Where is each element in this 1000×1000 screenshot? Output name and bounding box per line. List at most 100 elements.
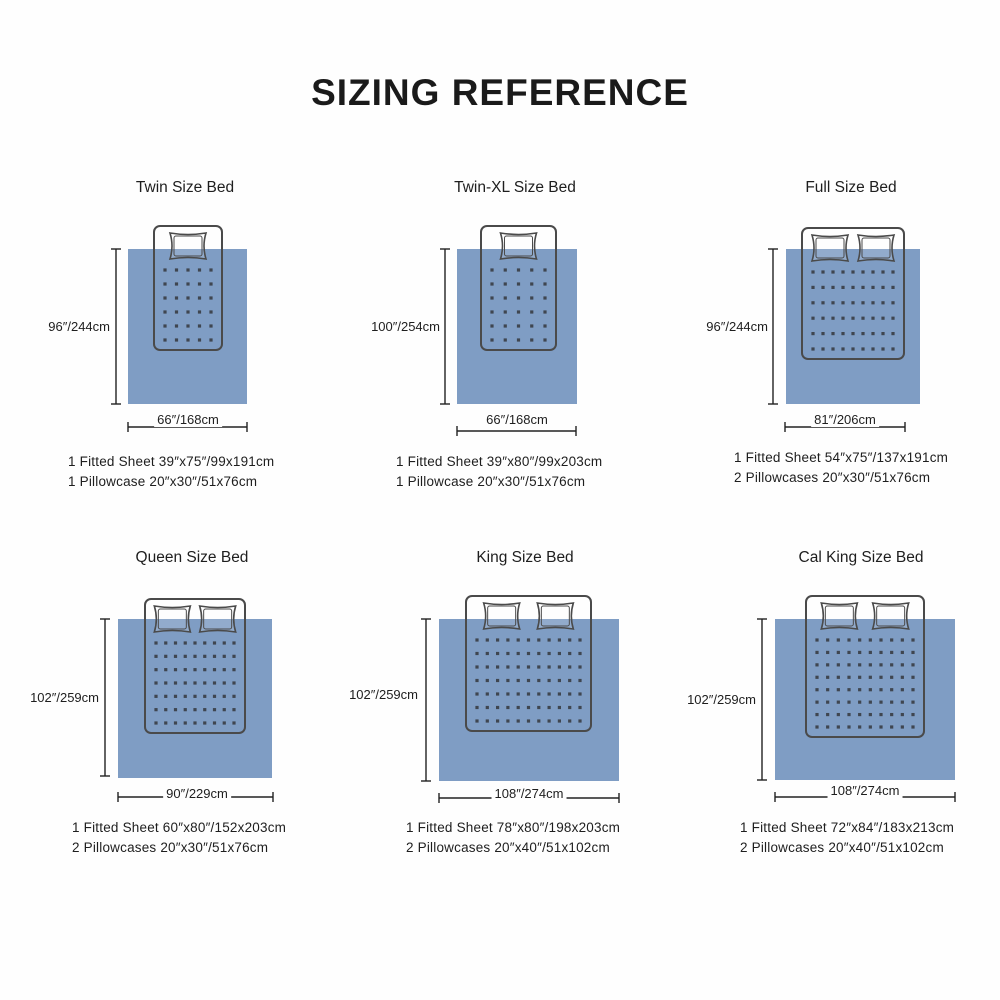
tuft-dot bbox=[547, 719, 551, 723]
tuft-dot bbox=[222, 721, 226, 725]
tuft-dot bbox=[868, 725, 872, 729]
bed-title: Queen Size Bed bbox=[135, 549, 249, 566]
tuft-dot bbox=[222, 708, 226, 712]
width-label: 66″/168cm bbox=[154, 412, 222, 427]
width-label: 66″/168cm bbox=[483, 412, 551, 427]
tuft-dot bbox=[861, 316, 865, 320]
tuft-dot bbox=[174, 268, 179, 272]
tuft-dot bbox=[890, 663, 894, 667]
tuft-dot bbox=[475, 692, 479, 696]
tuft-dot bbox=[186, 268, 190, 272]
tuft-dot bbox=[851, 301, 855, 305]
tuft-dot bbox=[890, 638, 894, 642]
tuft-dot bbox=[815, 675, 819, 679]
tuft-dot bbox=[891, 347, 895, 351]
tuft-dot bbox=[164, 708, 168, 712]
tuft-dot bbox=[578, 692, 582, 696]
tuft-dot bbox=[826, 675, 830, 679]
width-label: 81″/206cm bbox=[811, 412, 879, 427]
tuft-dot bbox=[530, 310, 534, 314]
tuft-dot bbox=[861, 301, 865, 305]
pillow-seam bbox=[876, 605, 906, 627]
tuft-dot bbox=[826, 688, 830, 692]
bed-mattress-outline bbox=[144, 598, 246, 734]
tuft-dot bbox=[836, 675, 840, 679]
tuft-dot bbox=[506, 719, 510, 723]
fitted-sheet-spec: 1 Fitted Sheet 60″x80″/152x203cm bbox=[72, 820, 287, 835]
tuft-dot bbox=[203, 641, 207, 645]
tuft-dot bbox=[186, 338, 190, 342]
tuft-dot bbox=[815, 663, 819, 667]
tuft-dot bbox=[841, 285, 845, 289]
bed-mattress-outline bbox=[801, 227, 905, 360]
tuft-dot bbox=[212, 681, 217, 685]
tuft-dot bbox=[826, 663, 830, 667]
tuft-dot bbox=[183, 708, 187, 712]
pillow-icon bbox=[482, 601, 521, 631]
tuft-dot bbox=[811, 301, 815, 305]
tuft-dot bbox=[197, 296, 202, 300]
tuft-dot bbox=[222, 681, 226, 685]
tuft-dot bbox=[164, 668, 168, 672]
pillow-icon bbox=[871, 601, 910, 631]
tuft-dot bbox=[475, 665, 479, 669]
tuft-dot bbox=[900, 700, 904, 704]
tuft-dot bbox=[193, 668, 197, 672]
pillow-seam bbox=[203, 608, 233, 630]
tuft-dot bbox=[543, 338, 547, 342]
tuft-dot bbox=[578, 719, 582, 723]
tuft-dot bbox=[879, 688, 883, 692]
tuft-dot bbox=[516, 678, 520, 683]
tuft-dot bbox=[815, 712, 819, 717]
bed-title: Twin Size Bed bbox=[135, 179, 235, 196]
tuft-dot bbox=[506, 665, 510, 669]
tuft-dot bbox=[485, 665, 489, 669]
tuft-dot bbox=[557, 651, 561, 656]
tuft-dot bbox=[490, 282, 494, 286]
tuft-dot bbox=[890, 650, 894, 655]
tuft-dot bbox=[815, 700, 819, 704]
tuft-dot bbox=[164, 641, 168, 645]
fitted-sheet-area bbox=[118, 619, 272, 778]
height-label: 100″/254cm bbox=[371, 319, 440, 334]
tuft-dot bbox=[537, 651, 541, 656]
tuft-dot bbox=[871, 347, 875, 351]
tuft-dot bbox=[879, 675, 883, 679]
tuft-dot bbox=[881, 316, 885, 320]
tuft-dot bbox=[911, 650, 915, 655]
tuft-dot bbox=[475, 651, 479, 656]
tuft-dot bbox=[222, 654, 226, 658]
tuft-dot bbox=[197, 268, 202, 272]
tuft-dot bbox=[815, 638, 819, 642]
tuft-dot bbox=[485, 705, 489, 710]
tuft-dot bbox=[836, 700, 840, 704]
tuft-dot bbox=[193, 721, 197, 725]
tuft-dot bbox=[868, 688, 872, 692]
tuft-dot bbox=[154, 708, 158, 712]
tuft-dot bbox=[193, 654, 197, 658]
height-label: 102″/259cm bbox=[687, 692, 756, 707]
tuft-dot bbox=[900, 675, 904, 679]
tuft-dot bbox=[836, 638, 840, 642]
tuft-dot bbox=[881, 301, 885, 305]
tuft-dot bbox=[858, 675, 862, 679]
tuft-dot bbox=[890, 725, 894, 729]
tuft-dot bbox=[173, 694, 178, 698]
tuft-dot bbox=[815, 725, 819, 729]
tuft-dot bbox=[503, 268, 507, 272]
tuft-dot bbox=[496, 678, 500, 683]
tuft-dot bbox=[496, 692, 500, 696]
tuft-dot bbox=[537, 638, 541, 642]
pillow-icon bbox=[820, 601, 859, 631]
tuft-dot bbox=[154, 654, 158, 658]
tuft-dot bbox=[847, 700, 851, 704]
tuft-dot bbox=[900, 638, 904, 642]
tuft-dot bbox=[851, 332, 855, 336]
tuft-dot bbox=[526, 678, 531, 683]
pillow-seam bbox=[504, 235, 533, 257]
tuft-dot bbox=[861, 332, 865, 336]
tuft-dot bbox=[526, 651, 531, 656]
tuft-dot bbox=[911, 700, 915, 704]
height-label: 102″/259cm bbox=[30, 690, 99, 705]
